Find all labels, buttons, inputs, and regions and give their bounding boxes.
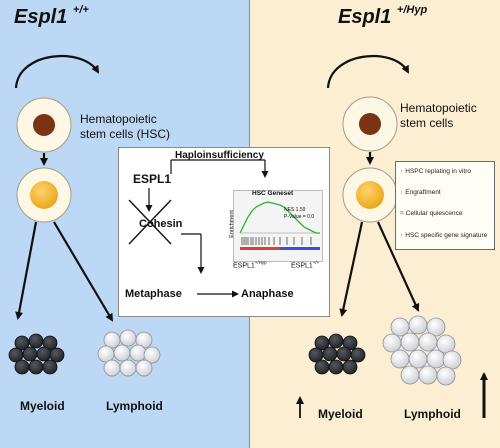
right-myeloid-label: Myeloid — [318, 407, 363, 421]
gsea-title: HSC Geneset — [252, 190, 294, 197]
inset-arrows — [128, 159, 269, 298]
left-myeloid-label: Myeloid — [20, 399, 65, 413]
mechanism-inset: Haploinsufficiency ESPL1 Cohesin Metapha… — [118, 147, 330, 317]
enrichment-score-line — [239, 201, 320, 234]
legend-item: =Cellular quiescence — [400, 210, 463, 217]
gsea-curve — [239, 201, 320, 250]
right-lymphoid-cluster — [382, 315, 462, 386]
left-myeloid-cluster — [8, 333, 65, 375]
right-myeloid-cluster — [308, 333, 366, 375]
right-title: Espl1 +/Hyp — [338, 4, 428, 28]
right-self-renewal-arrow — [326, 54, 409, 89]
right-to-myeloid-arrow — [339, 221, 364, 317]
left-self-renewal-arrow — [14, 54, 100, 89]
anaphase-label: Anaphase — [241, 288, 294, 300]
left-lymphoid-label: Lymphoid — [106, 399, 163, 413]
legend-item: ↑HSPC replating in vitro — [400, 168, 471, 175]
p-value: P-Value = 0.0 — [284, 214, 315, 220]
up-arrow-icon: ↑ — [400, 232, 404, 239]
left-hsc-cell — [16, 97, 72, 153]
left-to-lymphoid-arrow — [53, 221, 114, 322]
metaphase-label: Metaphase — [125, 288, 182, 300]
phenotype-legend: ↑HSPC replating in vitro ↑Engraftment =C… — [395, 161, 495, 250]
left-progenitor-cell — [16, 167, 72, 223]
legend-item: ↑HSC specific gene signature — [400, 232, 488, 239]
left-to-myeloid-arrow — [15, 221, 38, 320]
axis-left-genotype: ESPL1+/Hyp — [233, 260, 267, 270]
espl1-label: ESPL1 — [133, 172, 172, 186]
haploinsufficiency-label: Haploinsufficiency — [175, 150, 264, 161]
equals-icon: = — [400, 210, 404, 217]
right-to-lymphoid-arrow — [376, 221, 420, 312]
right-lymphoid-label: Lymphoid — [404, 407, 461, 421]
up-arrow-icon: ↑ — [400, 189, 404, 196]
right-progenitor-cell — [342, 167, 398, 223]
up-arrow-icon: ↑ — [400, 168, 404, 175]
gsea-enrichment-plot: HSC Geneset Enrichment NES 1.59 P-Value … — [229, 190, 323, 262]
right-hsc-cell — [342, 96, 398, 152]
left-lymphoid-cluster — [97, 329, 161, 377]
axis-right-genotype: ESPL1+/+ — [291, 260, 320, 270]
gene-hit-bars — [241, 237, 312, 245]
nes-value: NES 1.59 — [284, 207, 306, 213]
cohesin-label: Cohesin — [139, 218, 183, 230]
left-title: Espl1 +/+ — [14, 4, 89, 28]
legend-item: ↑Engraftment — [400, 189, 441, 196]
